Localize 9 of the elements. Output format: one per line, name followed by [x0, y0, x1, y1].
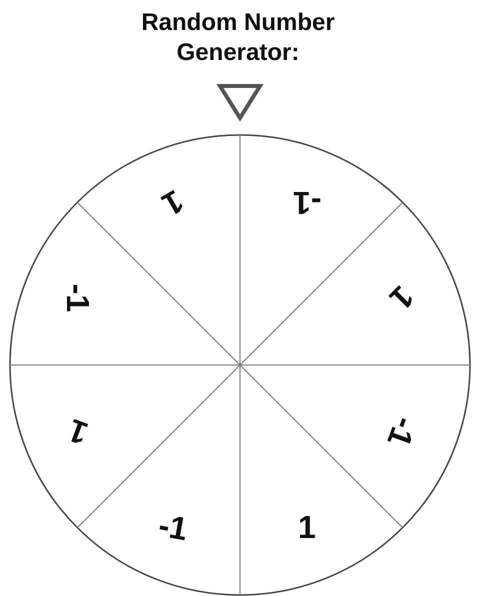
segment-value: 1 — [64, 412, 92, 451]
segment-value: 1 — [383, 280, 420, 316]
title: Random Number Generator: — [140, 8, 336, 68]
segment-value: -1 — [381, 412, 423, 452]
segment-value: 1 — [298, 510, 316, 544]
segment-value: -1 — [62, 284, 96, 312]
segment-value: -1 — [156, 507, 190, 546]
segment-value: 1 — [156, 184, 190, 222]
segment-value: -1 — [292, 186, 322, 220]
